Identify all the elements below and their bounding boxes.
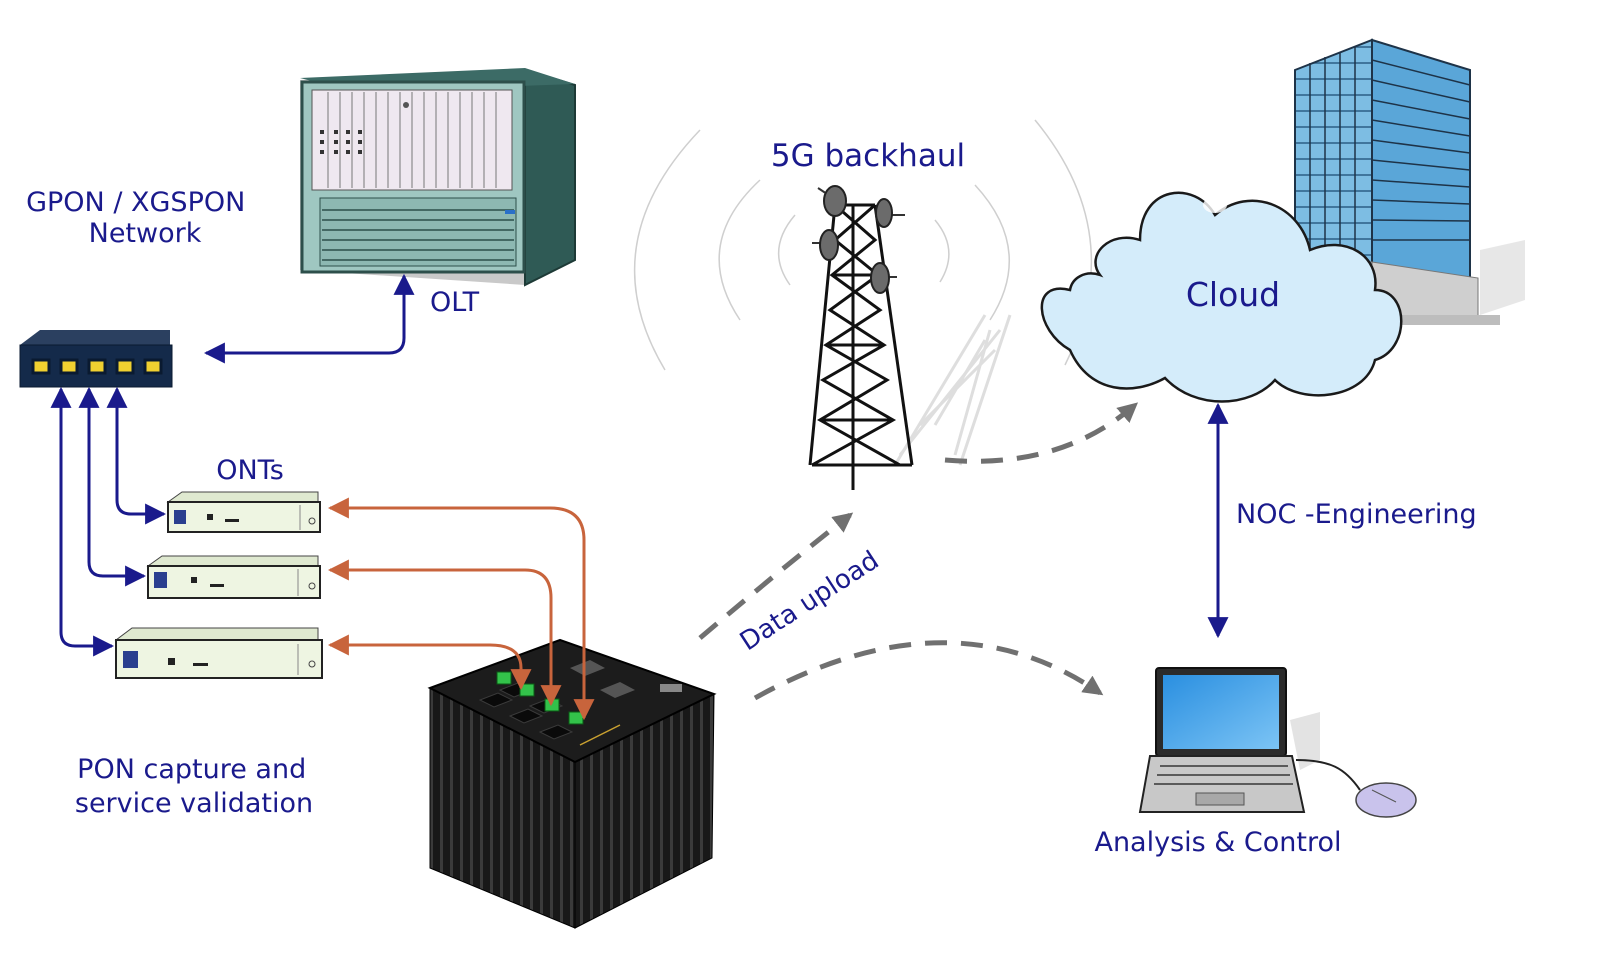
backhaul-label: 5G backhaul xyxy=(771,138,965,174)
laptop-icon xyxy=(1138,667,1417,818)
switch-icon xyxy=(19,330,173,388)
appliance-laptop-flow xyxy=(753,640,1104,701)
cloud-label: Cloud xyxy=(1186,275,1280,314)
onts-label: ONTs xyxy=(216,455,284,486)
fiber-links xyxy=(50,273,1229,657)
switch-ont-link-3 xyxy=(50,386,115,657)
ont-appliance-link-1 xyxy=(327,497,595,721)
cloud-icon xyxy=(1040,191,1403,403)
ont-device-icon xyxy=(166,491,321,533)
pon-capture-label: PON capture and service validation xyxy=(75,754,315,819)
capture-appliance-icon xyxy=(427,638,717,929)
ont-device-icon xyxy=(114,627,323,679)
cell-tower-icon xyxy=(808,185,1012,490)
olt-chassis-icon xyxy=(300,68,576,287)
ont-device-icon xyxy=(146,555,321,599)
tower-cloud-flow xyxy=(944,402,1139,464)
data-upload-label: Data upload xyxy=(735,545,885,657)
network-label: GPON / XGSPON Network xyxy=(26,187,254,249)
analysis-control-label: Analysis & Control xyxy=(1094,827,1341,858)
data-flows xyxy=(698,402,1139,701)
ethernet-links xyxy=(327,497,595,721)
olt-switch-link xyxy=(203,273,415,364)
switch-ont-link-1 xyxy=(106,386,167,525)
ont-appliance-link-2 xyxy=(327,559,562,707)
ont-appliance-link-3 xyxy=(327,634,532,691)
olt-label: OLT xyxy=(430,287,480,318)
noc-label: NOC -Engineering xyxy=(1236,499,1477,530)
